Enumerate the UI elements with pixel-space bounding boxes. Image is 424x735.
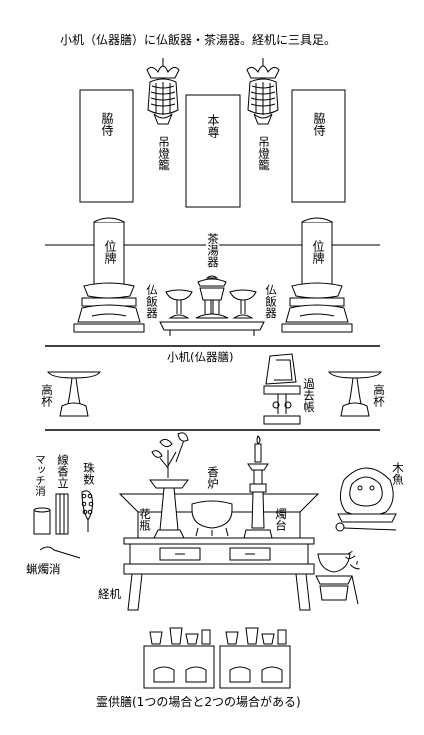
label-matchkeshi: マッチ消 xyxy=(34,454,46,496)
panel-left xyxy=(80,90,133,202)
shoki-table-icon xyxy=(160,322,264,336)
diagram-title: 小机（仏器膳）に仏飯器・茶湯器。経机に三具足。 xyxy=(60,33,337,47)
label-kyoudukue: 経机 xyxy=(98,587,121,601)
matchkeshi-icon xyxy=(34,508,50,534)
label-ihai-left: 位牌 xyxy=(103,240,117,264)
label-juzu: 珠数 xyxy=(82,462,96,485)
shokudai-icon xyxy=(244,436,272,538)
senkotate-icon xyxy=(56,494,68,534)
juzu-icon xyxy=(82,491,93,532)
label-shokudai: 燭台 xyxy=(274,508,288,531)
takatsuki-right-icon xyxy=(329,372,381,416)
panel-right xyxy=(292,90,345,202)
label-kouro: 香炉 xyxy=(206,466,220,489)
kabin-icon xyxy=(150,433,188,538)
mokugyo-icon xyxy=(336,468,396,531)
bottom-caption: 霊供膳(1つの場合と2つの場合がある) xyxy=(96,695,301,709)
panel-center xyxy=(186,95,240,207)
label-lantern-right: 吊燈籠 xyxy=(257,136,271,171)
label-takatsuki-left: 高杯 xyxy=(40,384,54,407)
kakocho-icon xyxy=(264,354,300,424)
label-kabin: 花瓶 xyxy=(138,508,152,531)
label-buppanki-left: 仏飯器 xyxy=(145,284,159,319)
label-mokugyo: 木魚 xyxy=(391,462,405,485)
label-shoki: 小机(仏器膳) xyxy=(167,350,234,364)
lantern-right-icon xyxy=(247,58,279,124)
label-chatoki: 茶湯器 xyxy=(206,233,220,268)
label-senkotate: 線香立 xyxy=(56,454,70,489)
label-panel-right: 脇侍 xyxy=(312,112,326,136)
kouro-icon xyxy=(192,501,232,536)
ihai-left-icon xyxy=(74,218,144,332)
reiguzen-right-icon xyxy=(220,628,290,688)
label-ihai-right: 位牌 xyxy=(311,240,325,264)
lantern-left-icon xyxy=(147,58,179,124)
takatsuki-left-icon xyxy=(48,372,100,416)
label-rousokukeshi: 蝋燭消 xyxy=(26,562,61,576)
reiguzen-left-icon xyxy=(144,628,214,688)
label-takatsuki-right: 高杯 xyxy=(372,384,386,407)
buppanki-left-icon xyxy=(166,290,192,318)
rousokukeshi-icon xyxy=(40,547,80,558)
label-buppanki-right: 仏飯器 xyxy=(264,284,278,319)
rin-icon xyxy=(316,554,358,604)
label-panel-center: 本尊 xyxy=(206,114,220,138)
label-kakocho: 過去帳 xyxy=(302,378,316,413)
label-panel-left: 脇侍 xyxy=(100,112,114,136)
label-lantern-left: 吊燈籠 xyxy=(157,136,171,171)
buppanki-right-icon xyxy=(230,290,256,318)
ihai-right-icon xyxy=(282,218,352,332)
chatoki-icon xyxy=(196,276,228,318)
